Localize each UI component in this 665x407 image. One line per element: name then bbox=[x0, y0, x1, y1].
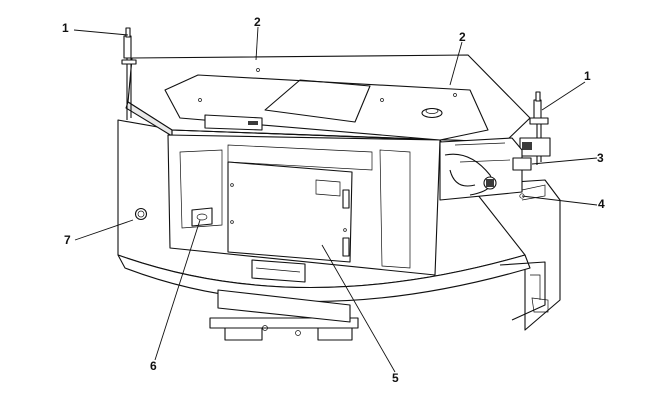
lift-handle-left bbox=[121, 27, 137, 120]
callout-2-top-right: 2 bbox=[459, 30, 466, 44]
front-panel bbox=[167, 134, 441, 283]
access-door bbox=[227, 161, 353, 263]
callout-labels: 1 2 2 1 3 4 7 6 5 bbox=[62, 15, 605, 385]
callout-3: 3 bbox=[597, 151, 604, 165]
top-louvre bbox=[227, 144, 373, 171]
callout-1-left: 1 bbox=[62, 21, 69, 35]
callout-7: 7 bbox=[64, 233, 71, 247]
lift-handle-right bbox=[519, 91, 551, 165]
callout-6: 6 bbox=[150, 359, 157, 373]
callout-2-top-left: 2 bbox=[254, 15, 261, 29]
door-vent bbox=[315, 179, 341, 197]
door-latch bbox=[191, 207, 213, 227]
right-mechanism bbox=[439, 137, 546, 201]
callout-1-right: 1 bbox=[584, 69, 591, 83]
left-side-grille bbox=[179, 149, 223, 229]
right-side-grille bbox=[379, 149, 411, 269]
callout-5: 5 bbox=[392, 371, 399, 385]
callout-4: 4 bbox=[598, 197, 605, 211]
top-vent-grille bbox=[264, 79, 371, 123]
leader-lines bbox=[73, 26, 598, 373]
top-plate bbox=[125, 54, 531, 149]
